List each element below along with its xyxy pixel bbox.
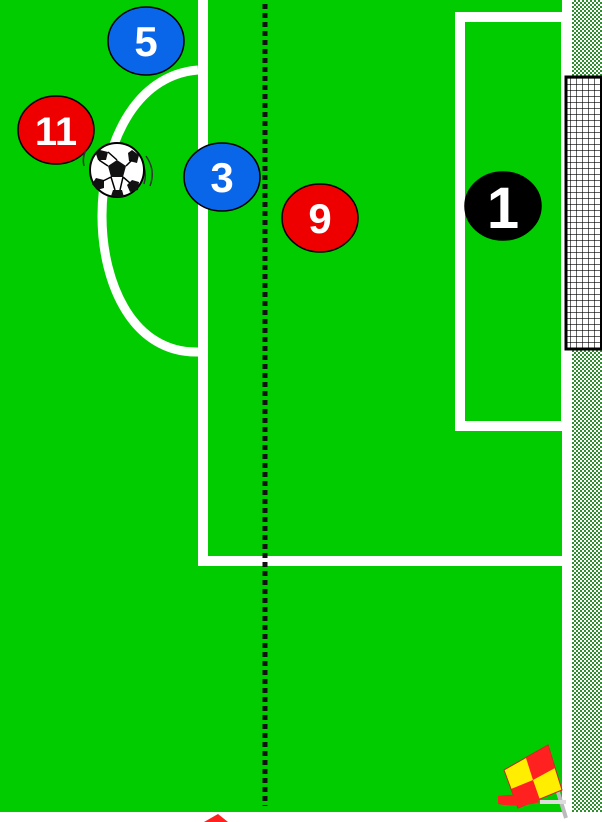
player-number: 3 [210, 154, 233, 201]
player-9: 9 [282, 184, 358, 252]
bottom-margin [0, 812, 602, 822]
goal-net [566, 77, 602, 349]
player-3: 3 [184, 143, 260, 211]
penalty-area-top-edge [198, 0, 208, 566]
player-number: 11 [35, 110, 77, 154]
penalty-area-bottom-edge [198, 556, 568, 566]
player-number: 1 [487, 176, 519, 241]
player-11: 11 [18, 96, 94, 164]
player-number: 9 [308, 195, 331, 242]
player-5: 5 [108, 7, 184, 75]
player-number: 5 [134, 18, 157, 65]
player-1-goalkeeper: 1 [465, 172, 541, 241]
